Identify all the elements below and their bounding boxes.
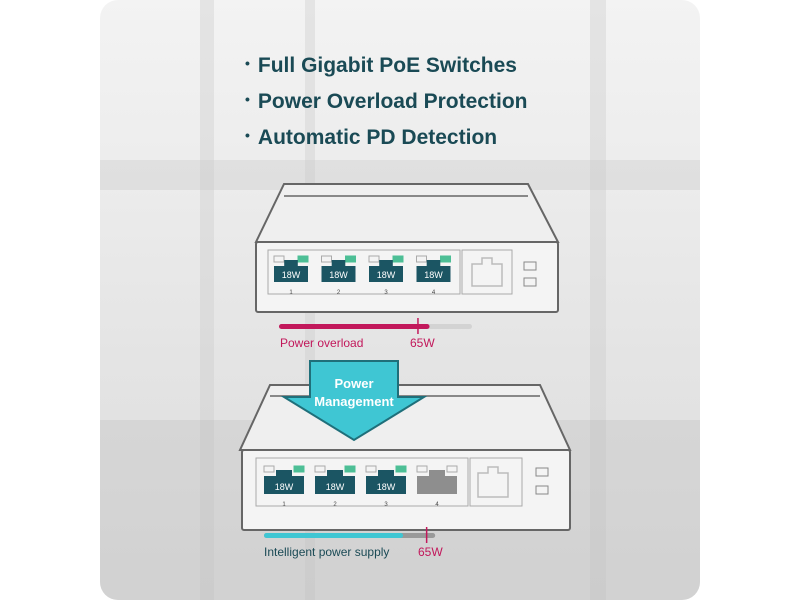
port-number-label: 1 [282,502,286,508]
poe-led-icon [345,255,356,263]
port-number-label: 3 [384,290,388,296]
link-led-icon [368,255,380,263]
arrow-label-line1: Power [334,376,373,391]
ethernet-port-icon [369,260,404,282]
port-number-label: 2 [333,502,337,508]
port-wattage-label: 18W [275,482,294,492]
top-limit-label: 65W [410,336,435,350]
uplink-port-icon [477,466,509,498]
port-wattage-label: 18W [282,270,301,280]
uplink-port-group [469,457,523,507]
poe-led-icon [395,465,407,473]
poe-led-icon [446,465,458,473]
poe-led-icon [293,465,305,473]
link-led-icon [263,465,275,473]
link-led-icon [365,465,377,473]
power-overload-meter [279,318,472,334]
bottom-switch: 18W 1 18W 2 18W 3 4 [238,384,572,531]
blurred-window-frame [200,0,214,600]
meter-fill [264,533,404,538]
ethernet-port-icon [274,260,309,282]
poe-port: 18W 2 [321,255,356,296]
status-led-icon [535,485,549,495]
ethernet-port-icon [264,470,304,494]
poe-led-icon [297,255,309,263]
poe-port: 18W 1 [273,255,309,296]
poe-port: 4 [416,465,458,508]
feature-item: •Full Gigabit PoE Switches [245,54,517,77]
intelligent-power-meter [264,527,478,543]
port-wattage-label: 18W [326,482,345,492]
power-management-arrow: Power Management [280,360,428,442]
intelligent-power-label: Intelligent power supply [264,545,389,559]
arrow-label-line2: Management [314,394,394,409]
port-wattage-label: 18W [377,270,396,280]
ethernet-port-icon [417,470,457,494]
poe-led-icon [440,255,451,263]
feature-list: •Full Gigabit PoE Switches •Power Overlo… [245,48,527,156]
bottom-limit-label: 65W [418,545,443,559]
uplink-port-icon [471,257,503,287]
port-wattage-label: 18W [329,270,348,280]
status-led-icon [523,277,537,287]
ethernet-port-icon [315,470,355,494]
ethernet-port-icon [321,260,356,282]
poe-led-icon [392,255,404,263]
ethernet-port-icon [366,470,406,494]
meter-fill [279,324,430,329]
poe-port: 18W 2 [314,465,356,508]
uplink-port-group [461,249,513,295]
link-led-icon [321,255,332,263]
link-led-icon [416,465,428,473]
poe-led-icon [344,465,356,473]
poe-port: 18W 3 [368,255,404,296]
port-number-label: 4 [435,502,439,508]
link-led-icon [416,255,427,263]
switch-top-panel [254,183,560,243]
poe-port: 18W 4 [416,255,451,296]
status-led-icon [523,261,537,271]
blurred-window-frame [590,0,606,600]
poe-port: 18W 1 [263,465,305,508]
port-number-label: 1 [289,290,293,296]
link-led-icon [314,465,326,473]
poe-port: 18W 3 [365,465,407,508]
port-number-label: 3 [384,502,388,508]
feature-item: •Automatic PD Detection [245,125,498,149]
port-number-label: 2 [337,290,341,296]
down-arrow-icon [280,360,428,442]
power-overload-label: Power overload [280,336,363,350]
switch-top-panel [238,384,572,451]
feature-item: •Power Overload Protection [245,89,528,113]
port-number-label: 4 [432,290,436,296]
poe-port-group [255,457,469,507]
status-led-icon [535,467,549,477]
port-wattage-label: 18W [377,482,396,492]
port-wattage-label: 18W [424,270,443,280]
top-switch: 18W 1 18W 2 18W 3 18W 4 [254,183,560,313]
link-led-icon [273,255,285,263]
poe-port-group [267,249,461,295]
ethernet-port-icon [416,260,451,282]
